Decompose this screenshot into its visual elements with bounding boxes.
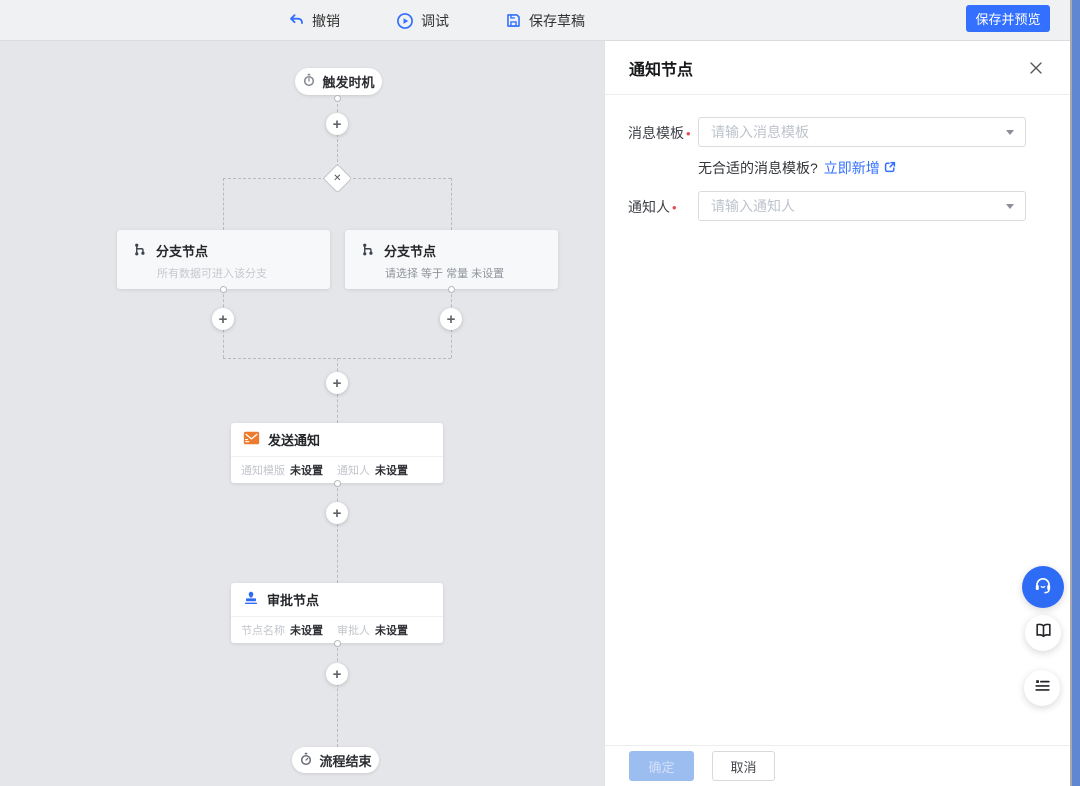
docs-button[interactable] [1025,615,1061,651]
approval-node[interactable]: 审批节点 节点名称 未设置 审批人 未设置 [231,583,443,643]
add-node-button[interactable]: + [212,308,234,330]
plus-icon: + [332,665,342,683]
field-label: 通知人 [337,464,370,477]
list-icon [1033,676,1052,700]
message-template-input[interactable] [698,117,1026,147]
add-node-button[interactable]: + [326,372,348,394]
plus-icon: + [332,115,342,133]
plus-icon: + [218,310,228,328]
branch-icon [361,242,376,260]
undo-button[interactable]: 撤销 [288,11,340,31]
plus-icon: + [332,504,342,522]
field-value: 未设置 [290,464,323,477]
flow-connector [337,483,338,583]
flow-connector [337,643,338,747]
timer-icon [299,752,313,769]
required-mark: • [686,126,691,141]
save-draft-label: 保存草稿 [529,12,585,29]
toolbar-actions: 撤销 调试 保存草稿 [288,0,585,41]
field-value: 未设置 [290,624,323,637]
timer-icon [302,73,316,90]
chevron-down-icon [1006,204,1014,209]
field-value: 未设置 [375,624,408,637]
notify-person-label: 通知人• [628,191,698,221]
field-label: 节点名称 [241,624,285,637]
save-preview-button[interactable]: 保存并预览 [966,5,1050,32]
panel-footer: 确定 取消 [605,745,1070,786]
notify-person-select[interactable] [698,191,1026,221]
branch-subtitle: 所有数据可进入该分支 [157,268,267,280]
branch-subtitle: 请选择 等于 常量 未设置 [385,268,505,280]
cross-icon: ✕ [333,172,342,184]
field-value: 未设置 [375,464,408,477]
add-node-button[interactable]: + [440,308,462,330]
notify-person-row: 通知人• [628,191,1046,221]
close-icon[interactable] [1026,58,1046,78]
top-toolbar: 撤销 调试 保存草稿 保存并预览 [0,0,1080,41]
field-label: 审批人 [337,624,370,637]
confirm-button[interactable]: 确定 [629,751,694,781]
stamp-icon [243,590,259,609]
scrollbar-strip[interactable] [1072,0,1080,786]
message-template-row: 消息模板• [628,117,1046,147]
outline-list-button[interactable] [1024,670,1060,706]
open-book-icon [1034,621,1053,645]
branch-title: 分支节点 [384,244,437,259]
notification-node-panel: 通知节点 消息模板• 无合适的消息模板? 立即新增 [604,41,1070,786]
template-helper: 无合适的消息模板? 立即新增 [698,158,1046,178]
connector-dot [220,286,227,293]
undo-icon [288,12,305,29]
flow-connector [223,178,224,230]
add-node-button[interactable]: + [326,113,348,135]
mail-icon [243,431,260,448]
notify-person-input[interactable] [698,191,1026,221]
add-node-button[interactable]: + [326,502,348,524]
node-title: 发送通知 [268,433,321,448]
end-label: 流程结束 [319,753,372,769]
headset-icon [1032,574,1054,601]
plus-icon: + [446,310,456,328]
required-mark: • [672,200,677,215]
save-draft-button[interactable]: 保存草稿 [505,11,585,31]
connector-dot [334,95,341,102]
add-template-link-text: 立即新增 [823,160,880,176]
branch-title: 分支节点 [156,244,209,259]
branch-gateway-icon[interactable]: ✕ [322,163,353,194]
panel-title: 通知节点 [629,61,694,79]
debug-label: 调试 [421,12,449,29]
panel-form: 消息模板• 无合适的消息模板? 立即新增 通知人• [605,95,1070,221]
field-label: 通知模版 [241,464,285,477]
plus-icon: + [332,374,342,392]
end-node[interactable]: 流程结束 [292,747,379,773]
branch-node-left[interactable]: 分支节点 所有数据可进入该分支 [117,230,330,289]
flow-canvas[interactable]: 触发时机 + ✕ 分支节点 所有数据可进入该分支 分支节点 请选择 等于 常量 … [0,41,604,786]
message-template-select[interactable] [698,117,1026,147]
undo-label: 撤销 [312,12,340,29]
branch-icon [133,242,148,260]
window-edge [1070,0,1072,786]
customer-service-button[interactable] [1022,566,1064,608]
node-title: 审批节点 [267,593,320,608]
label-text: 消息模板 [628,125,684,141]
save-icon [505,12,522,29]
external-link-icon [883,160,897,177]
connector-dot [334,480,341,487]
label-text: 通知人 [628,199,670,215]
connector-dot [448,286,455,293]
trigger-label: 触发时机 [322,75,375,90]
chevron-down-icon [1006,130,1014,135]
debug-button[interactable]: 调试 [396,11,449,31]
trigger-node[interactable]: 触发时机 [295,68,382,95]
play-circle-icon [396,12,414,30]
message-template-label: 消息模板• [628,117,698,147]
send-notification-node[interactable]: 发送通知 通知模版 未设置 通知人 未设置 [231,423,443,483]
add-node-button[interactable]: + [326,663,348,685]
connector-dot [334,640,341,647]
flow-connector [451,178,452,230]
helper-question: 无合适的消息模板? [698,160,818,176]
cancel-button[interactable]: 取消 [712,751,775,781]
branch-node-right[interactable]: 分支节点 请选择 等于 常量 未设置 [345,230,558,289]
add-template-link[interactable]: 立即新增 [824,158,897,178]
panel-header: 通知节点 [605,41,1070,95]
